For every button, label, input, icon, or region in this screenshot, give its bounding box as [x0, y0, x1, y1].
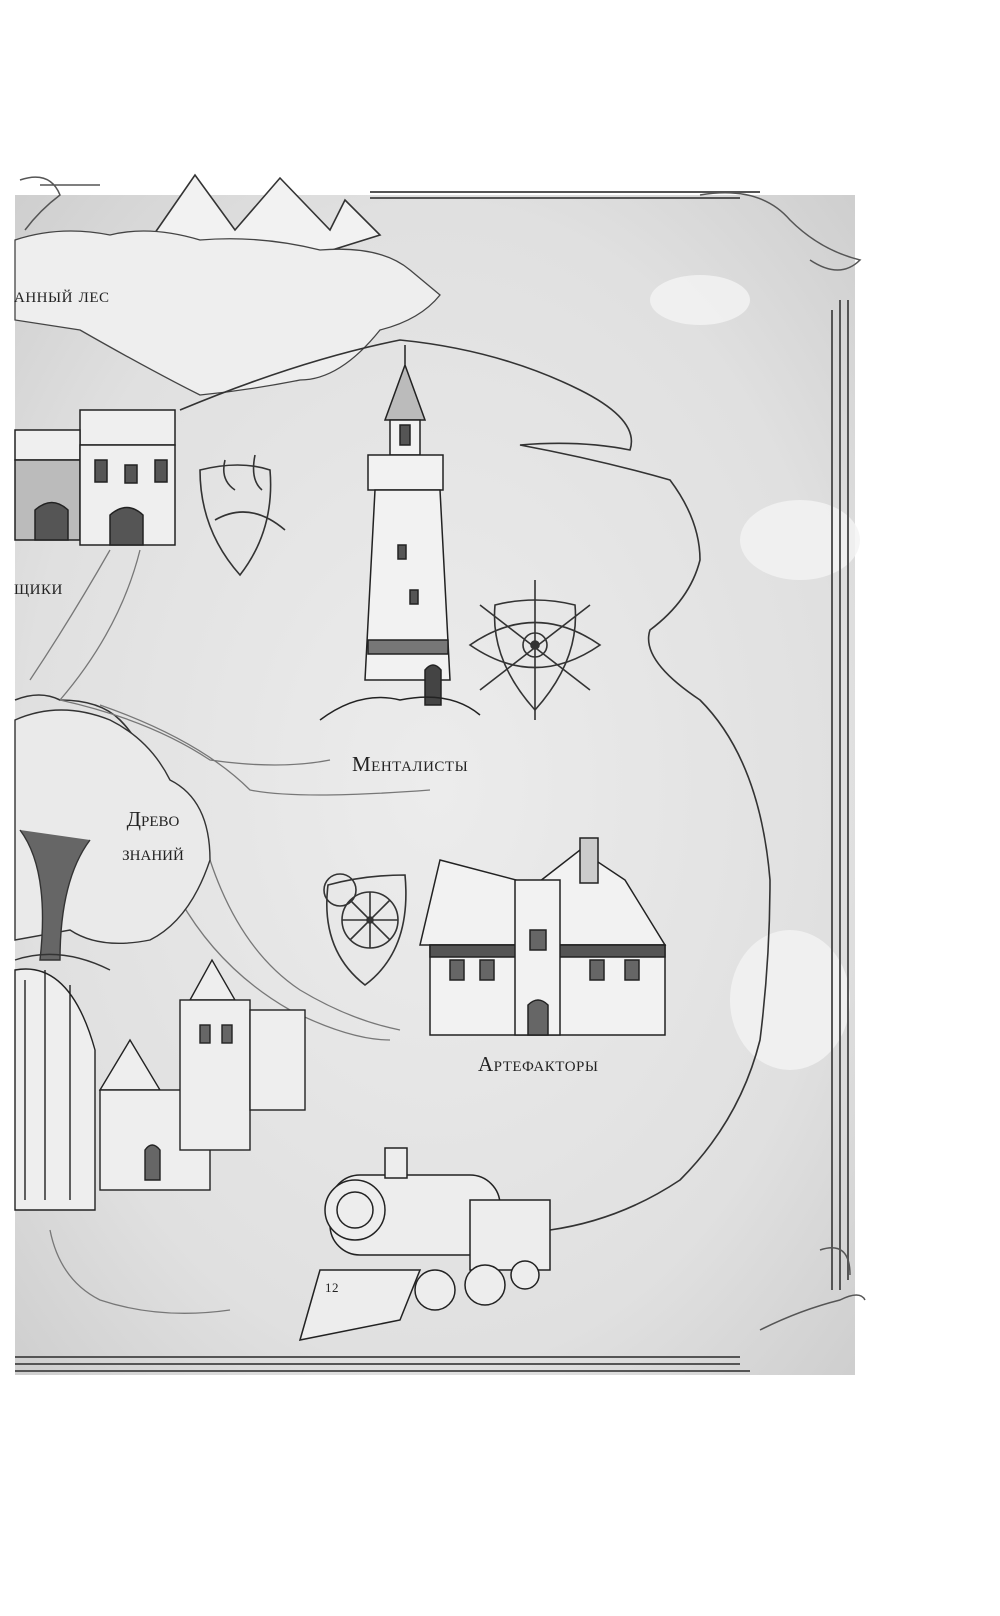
- guild-building-left: [14, 409, 176, 546]
- gear-crest-icon: [323, 873, 407, 987]
- label-tree-line1: Древо: [126, 807, 180, 831]
- label-tree-of-knowledge: Древо знаний: [98, 802, 208, 870]
- steam-train: [298, 1147, 551, 1341]
- forest: [14, 230, 441, 396]
- map-frame: [15, 176, 866, 1372]
- label-tree-line2: знаний: [122, 841, 184, 865]
- label-artificers: Артефакторы: [478, 1052, 599, 1076]
- label-forest: анный лес: [14, 283, 110, 307]
- label-mentalists: Менталисты: [352, 752, 469, 776]
- artificers-house: [419, 837, 667, 1036]
- label-left-guild: щики: [14, 575, 63, 599]
- dragon-crest-icon: [199, 454, 286, 577]
- train-number: 12: [325, 1280, 339, 1295]
- palace: [14, 958, 306, 1211]
- mentalists-tower: [319, 345, 481, 721]
- eye-crest-icon: [468, 580, 602, 720]
- tree-of-knowledge: [14, 709, 211, 971]
